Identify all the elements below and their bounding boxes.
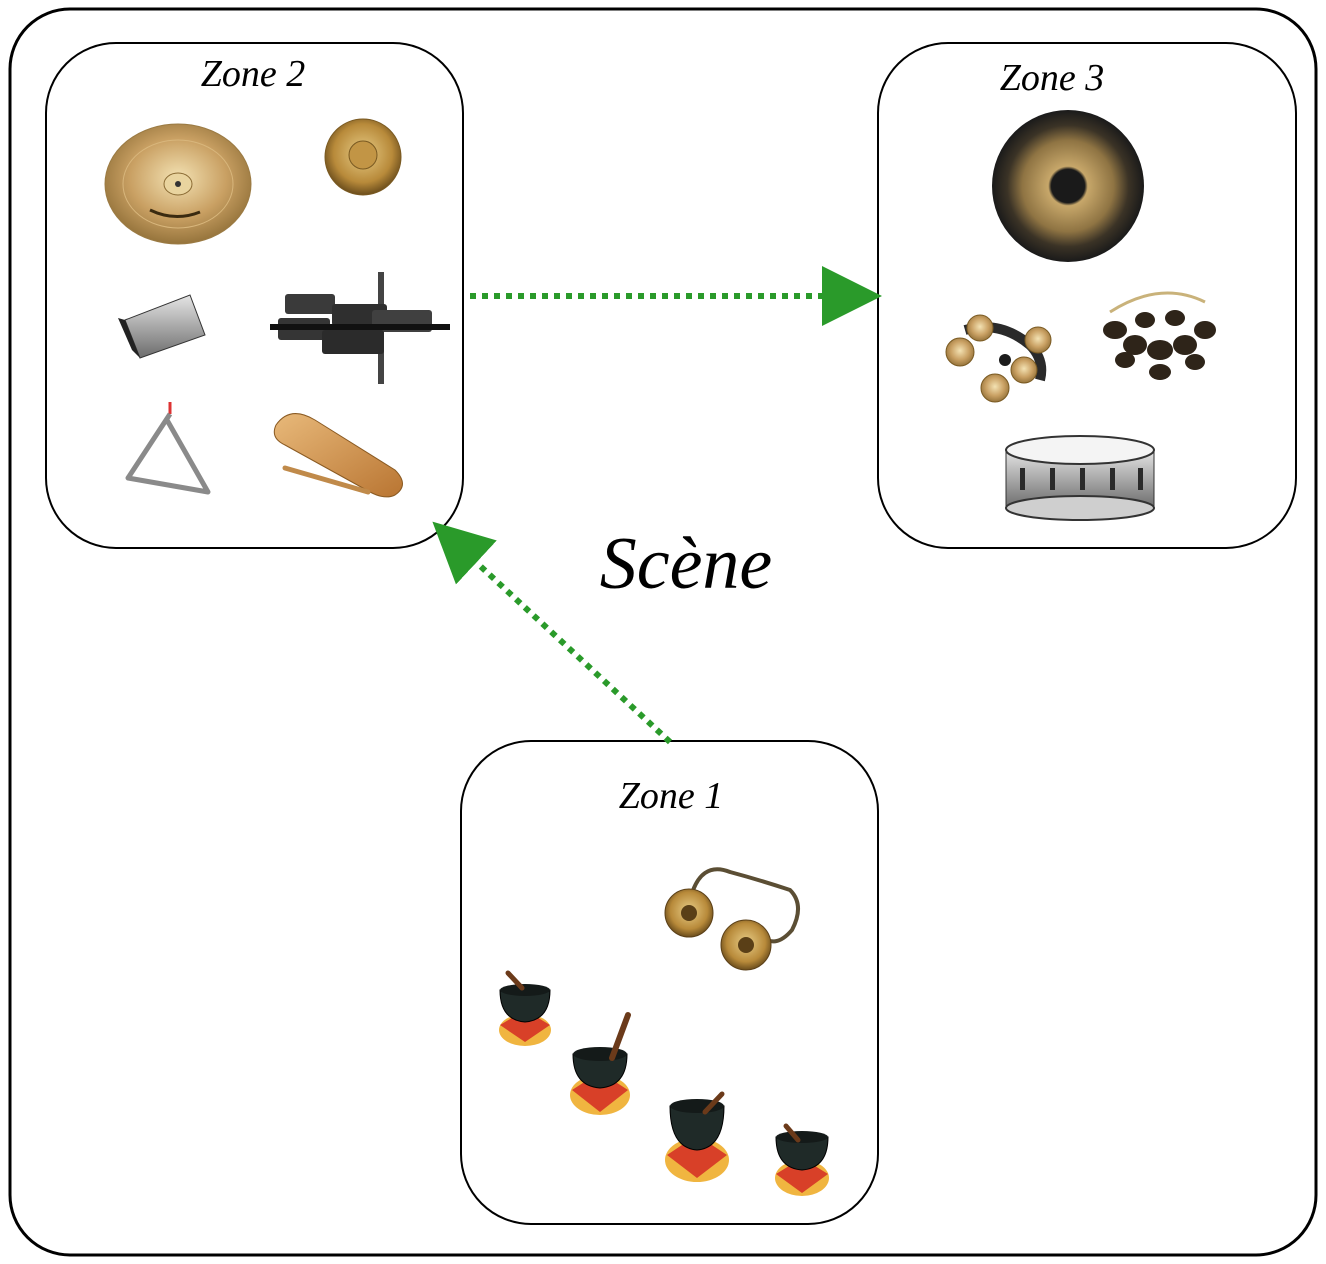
singing-bowl-icon — [570, 1012, 631, 1115]
triangle-icon — [125, 402, 211, 495]
nut-shaker-icon — [1103, 291, 1216, 380]
stage-frame — [8, 7, 1318, 1257]
singing-bowl-icon — [775, 1123, 829, 1196]
snare-drum-icon — [1005, 435, 1155, 521]
scene-label: Scène — [600, 523, 773, 605]
singing-bowl-icon — [665, 1091, 729, 1182]
zone-2-label: Zone 2 — [201, 53, 306, 95]
zone-3-label: Zone 3 — [1000, 57, 1105, 99]
temple-blocks-icon — [270, 272, 450, 384]
cowbell-icon — [118, 294, 206, 359]
sleigh-bells-icon — [945, 314, 1052, 403]
crash-cymbal-icon — [104, 123, 252, 245]
small-gong-icon — [324, 118, 402, 196]
singing-bowl-icon — [499, 970, 551, 1046]
zone-2-box — [45, 42, 464, 549]
tingsha-cymbals-icon — [664, 867, 800, 971]
guiro-icon — [273, 413, 403, 498]
zone-1-label: Zone 1 — [619, 775, 724, 817]
arrow-zone1-to-zone2 — [432, 521, 673, 745]
tam-tam-gong-icon — [992, 110, 1144, 262]
